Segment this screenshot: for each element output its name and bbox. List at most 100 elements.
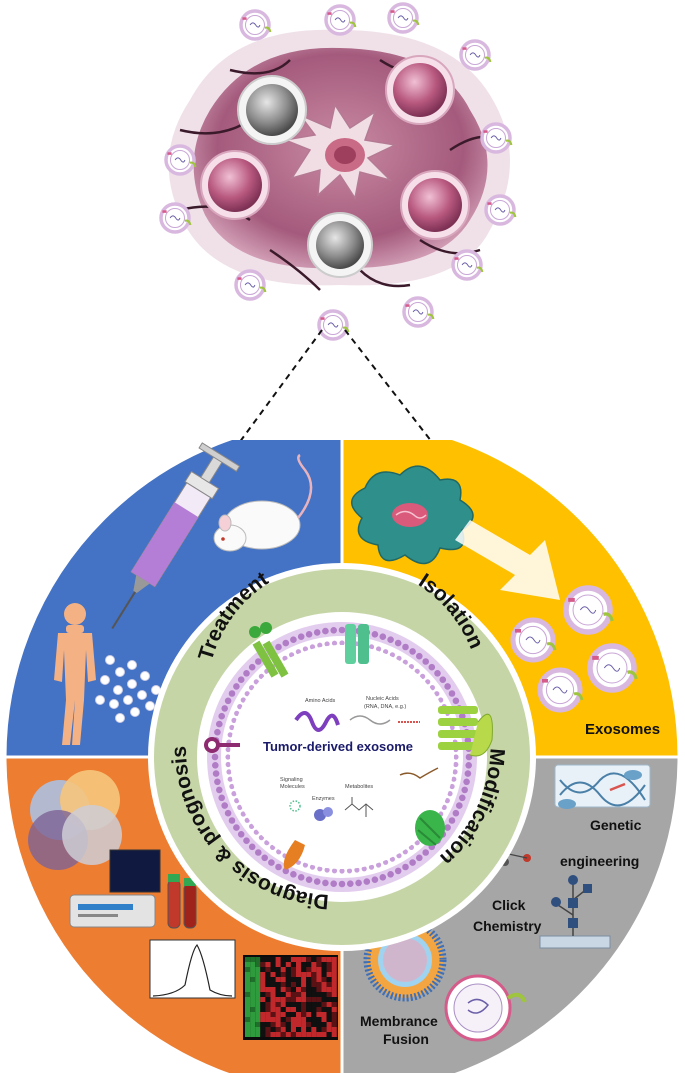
lipid-bead	[233, 824, 240, 831]
lipid-bead	[453, 754, 459, 760]
heatmap-cell	[260, 1022, 266, 1027]
heatmap-cell	[326, 987, 332, 992]
heatmap-cell	[255, 982, 261, 987]
heatmap-cell	[255, 997, 261, 1002]
heatmap-cell	[316, 1027, 322, 1032]
heatmap-cell	[316, 1007, 322, 1012]
tumor-derived-exosome: Amino Acids Nucleic Acids (RNA, DNA, e.g…	[204, 622, 493, 892]
heatmap-cell	[245, 1017, 251, 1022]
exosome-icon	[587, 643, 638, 693]
heatmap-cell	[296, 1017, 302, 1022]
heatmap-cell	[311, 972, 317, 977]
lipid-bead	[394, 639, 402, 647]
blood-tubes-icon	[167, 874, 197, 929]
heatmap-cell	[301, 962, 307, 967]
heatmap-cell	[245, 1012, 251, 1017]
treatment-art	[54, 442, 313, 745]
heatmap-cell	[316, 977, 322, 982]
lipid-bead	[447, 791, 453, 797]
heatmap-cell	[321, 1002, 327, 1007]
heatmap-cell	[250, 1027, 256, 1032]
heatmap-cell	[331, 967, 337, 972]
heatmap-cell	[296, 992, 302, 997]
heatmap-cell	[245, 1027, 251, 1032]
membrane-protein-icon	[438, 706, 493, 757]
heatmap-cell	[311, 1017, 317, 1022]
lipid-bead	[237, 804, 243, 811]
heatmap-cell	[311, 1002, 317, 1007]
heatmap-cell	[290, 1012, 296, 1017]
exosome-icon	[459, 39, 492, 71]
heatmap-cell	[245, 972, 251, 977]
pink-immune-cell	[200, 150, 270, 220]
heatmap-cell	[311, 997, 317, 1002]
heatmap-cell	[270, 987, 276, 992]
heatmap-cell	[260, 972, 266, 977]
lipid-bead	[459, 712, 466, 720]
lipid-bead	[324, 867, 330, 873]
heatmap-cell	[321, 1017, 327, 1022]
heatmap-cell	[296, 1027, 302, 1032]
heatmap-cell	[290, 1027, 296, 1032]
heatmap-cell	[301, 1002, 307, 1007]
heatmap-cell	[280, 987, 286, 992]
heatmap-cell	[321, 957, 327, 962]
lipid-bead	[428, 663, 436, 671]
heatmap-cell	[285, 992, 291, 997]
heatmap-cell	[290, 957, 296, 962]
heatmap-cell	[296, 977, 302, 982]
heatmap-cell	[326, 1022, 332, 1027]
heatmap-cell	[285, 1032, 291, 1037]
heatmap-cell	[311, 957, 317, 962]
lipid-bead	[402, 849, 408, 855]
signaling-molecule-icon	[289, 800, 301, 812]
lipid-bead	[248, 663, 256, 671]
heatmap-cell	[321, 1027, 327, 1032]
click-label-1: Click	[492, 897, 526, 913]
lipid-bead	[402, 643, 409, 651]
receptor-icon	[204, 737, 240, 753]
heatmap-cell	[285, 967, 291, 972]
heatmap-cell	[270, 1007, 276, 1012]
heatmap-cell	[285, 982, 291, 987]
histogram-chart-icon	[149, 939, 236, 999]
lipid-bead	[218, 712, 225, 720]
lipid-bead	[253, 829, 259, 835]
lipid-bead	[444, 824, 451, 831]
heatmap-cell	[326, 982, 332, 987]
heatmap-cell	[260, 987, 266, 992]
lipid-bead	[295, 649, 301, 655]
tumor-microenvironment	[168, 29, 510, 291]
heatmap-cell	[301, 1027, 307, 1032]
heatmap-cell	[331, 982, 337, 987]
heatmap-cell	[280, 977, 286, 982]
diagnosis-art	[28, 770, 338, 1040]
heatmap-cell	[301, 972, 307, 977]
lipid-bead	[322, 879, 329, 887]
lipid-bead	[249, 823, 255, 830]
heatmap-cell	[326, 1007, 332, 1012]
exosome-icon	[480, 122, 513, 154]
lipid-bead	[448, 690, 456, 697]
lipid-bead	[368, 864, 375, 870]
heatmap-cell	[285, 997, 291, 1002]
heatmap-cell	[321, 1007, 327, 1012]
exosome-icon	[387, 2, 420, 34]
heatmap-cell	[265, 977, 271, 982]
heatmap-cell	[245, 997, 251, 1002]
amino-acid-chain-icon	[294, 711, 340, 732]
heatmap-cell	[331, 957, 337, 962]
lipid-bead	[317, 642, 323, 648]
lipid-bead	[376, 862, 382, 868]
heatmap-cell	[285, 1002, 291, 1007]
lipid-bead	[237, 676, 245, 683]
syringe-icon	[111, 442, 241, 629]
heatmap-cell	[265, 962, 271, 967]
lipid-bead	[229, 783, 235, 790]
heatmap-cell	[250, 1007, 256, 1012]
heatmap-cell	[285, 1022, 291, 1027]
lipid-bead	[396, 853, 402, 859]
lipid-bead	[449, 724, 455, 731]
nucleic-acids-detail: (RNA, DNA, e.g.)	[364, 704, 406, 710]
lipid-bead	[420, 673, 426, 680]
